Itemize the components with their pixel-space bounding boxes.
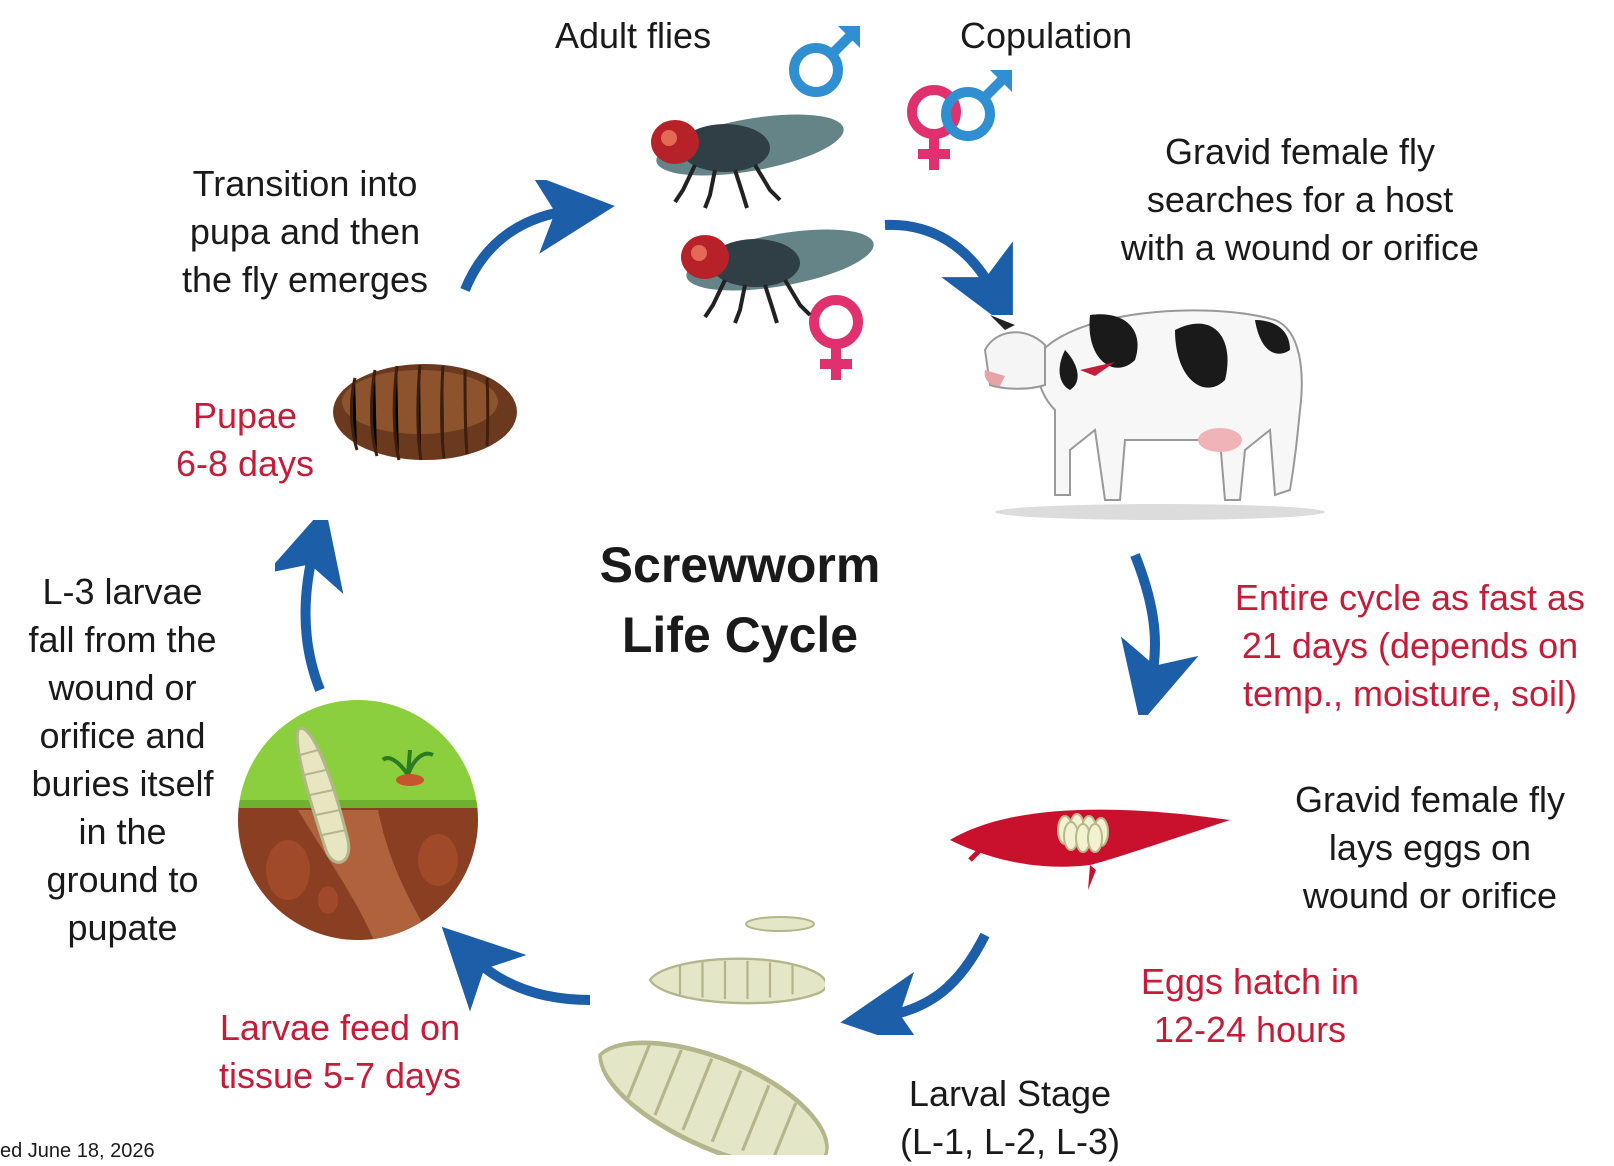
label-pupae: Pupae 6-8 days [155,392,335,488]
label-eggs-hatch: Eggs hatch in 12-24 hours [1110,958,1390,1054]
diagram-title: Screwworm Life Cycle [560,530,920,670]
cycle-arrow-icon [455,180,615,300]
cycle-arrow-icon [840,925,1000,1035]
cycle-arrow-icon [870,205,1030,315]
wound-eggs-icon [940,790,1240,900]
larva-icon [740,910,820,940]
label-copulation: Copulation [960,12,1132,60]
fly-icon [680,200,890,330]
footer-date: ed June 18, 2026 [0,1140,155,1162]
label-entire-cycle: Entire cycle as fast as 21 days (depends… [1200,574,1614,718]
cycle-arrow-icon [275,520,365,700]
label-transition: Transition into pupa and then the fly em… [155,160,455,304]
fly-icon [650,85,860,215]
pupa-icon [325,358,525,468]
copulation-symbol-icon [898,60,1028,190]
cycle-arrow-icon [1115,545,1205,715]
label-larvae-feed: Larvae feed on tissue 5-7 days [190,1004,490,1100]
cow-icon [975,290,1345,530]
label-l3-larvae: L-3 larvae fall from the wound or orific… [5,568,240,952]
soil-larva-icon [238,700,488,950]
label-lays-eggs: Gravid female fly lays eggs on wound or … [1260,776,1600,920]
larva-icon [590,1015,860,1155]
label-gravid-search: Gravid female fly searches for a host wi… [1080,128,1520,272]
cycle-arrow-icon [440,915,600,1015]
label-adult-flies: Adult flies [555,12,711,60]
larva-icon [645,950,825,1010]
label-larval-stage: Larval Stage (L-1, L-2, L-3) [880,1070,1140,1166]
